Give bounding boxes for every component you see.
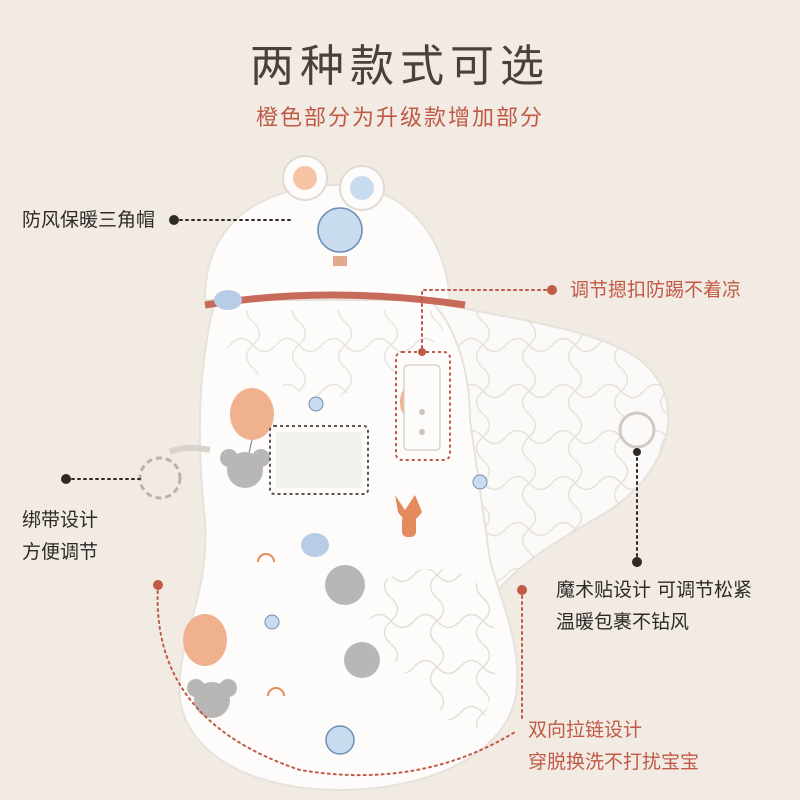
- callout-buckle: 调节摁扣防踢不着凉: [570, 274, 741, 306]
- callout-hood: 防风保暖三角帽: [22, 204, 155, 236]
- page-subtitle: 橙色部分为升级款增加部分: [255, 106, 544, 131]
- velcro-patch: [618, 411, 656, 449]
- side-strap: [168, 444, 211, 455]
- callout-strap: 绑带设计 方便调节: [22, 504, 98, 568]
- callout-zipper: 双向拉链设计 穿脱换洗不打扰宝宝: [528, 714, 699, 778]
- page-title: 两种款式可选: [250, 41, 550, 92]
- callout-strap-line1: 绑带设计: [22, 509, 99, 531]
- callout-zipper-line2: 穿脱换洗不打扰宝宝: [528, 751, 700, 773]
- callout-dots: [61, 215, 642, 595]
- callout-velcro-line1: 魔术贴设计 可调节松紧: [556, 579, 753, 601]
- velcro-window: [269, 425, 369, 495]
- callout-velcro-line2: 温暖包裹不钻风: [556, 611, 690, 633]
- snap-strap: [403, 364, 441, 451]
- fox-print: [395, 495, 422, 537]
- callout-strap-line2: 方便调节: [22, 541, 99, 563]
- callout-leaders: [65, 219, 638, 777]
- callout-hood-text: 防风保暖三角帽: [22, 209, 156, 231]
- callout-zipper-line1: 双向拉链设计: [528, 719, 643, 741]
- callout-velcro: 魔术贴设计 可调节松紧 温暖包裹不钻风: [556, 574, 752, 638]
- callout-buckle-text: 调节摁扣防踢不着凉: [570, 279, 742, 301]
